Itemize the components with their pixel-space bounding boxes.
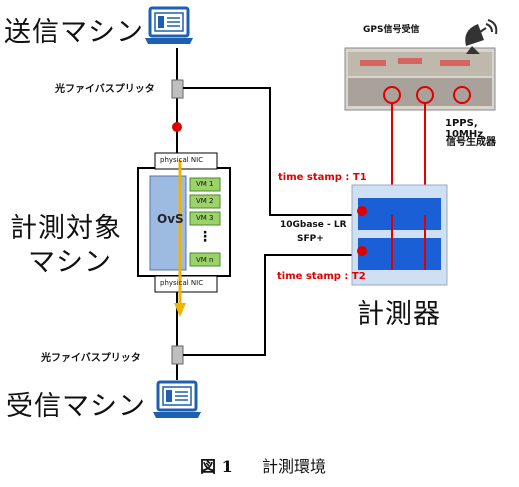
splitter-bottom-label: 光ファイバスプリッタ — [41, 349, 141, 364]
nic-top-label: physical NIC — [160, 156, 203, 164]
laptop-icon — [153, 382, 201, 418]
signal-generator-label-line2: 信号生成器 — [446, 133, 496, 148]
timestamp-t1-label: time stamp : T1 — [278, 172, 367, 183]
figure-caption: 計測環境 — [262, 453, 326, 477]
gps-receiver-image — [345, 48, 495, 110]
measurer-port-2 — [357, 246, 367, 256]
dut-label-line2: マシン — [28, 240, 112, 279]
figure-number: 図 1 — [200, 453, 233, 477]
measurer-port-1 — [357, 206, 367, 216]
vm-label: VM 1 — [196, 180, 214, 188]
sender-label: 送信マシン — [4, 10, 144, 49]
timestamp-t2-label: time stamp : T2 — [277, 271, 366, 282]
splitter-bottom-box — [172, 346, 183, 364]
vm-ellipsis: ⋮ — [198, 229, 212, 245]
packet-marker — [172, 122, 182, 132]
nic-bottom-label: physical NIC — [160, 279, 203, 287]
measurer-label: 計測器 — [357, 292, 441, 331]
traffic-arrowhead — [174, 303, 186, 317]
splitter-top-label: 光ファイバスプリッタ — [55, 80, 155, 95]
gps-label: GPS信号受信 — [363, 22, 419, 35]
splitter-top-box — [172, 80, 183, 98]
vm-label: VM 2 — [196, 197, 214, 205]
laptop-icon — [145, 8, 193, 44]
link-type-label-line2: SFP+ — [297, 234, 324, 244]
vm-label: VM 3 — [196, 214, 214, 222]
ovs-label: OvS — [157, 212, 184, 226]
measurer-port-card-1 — [358, 198, 441, 230]
link-type-label-line1: 10Gbase - LR — [280, 220, 347, 230]
vm-label: VM n — [196, 256, 214, 264]
measurer-port-card-2 — [358, 238, 441, 270]
receiver-label: 受信マシン — [6, 384, 146, 423]
